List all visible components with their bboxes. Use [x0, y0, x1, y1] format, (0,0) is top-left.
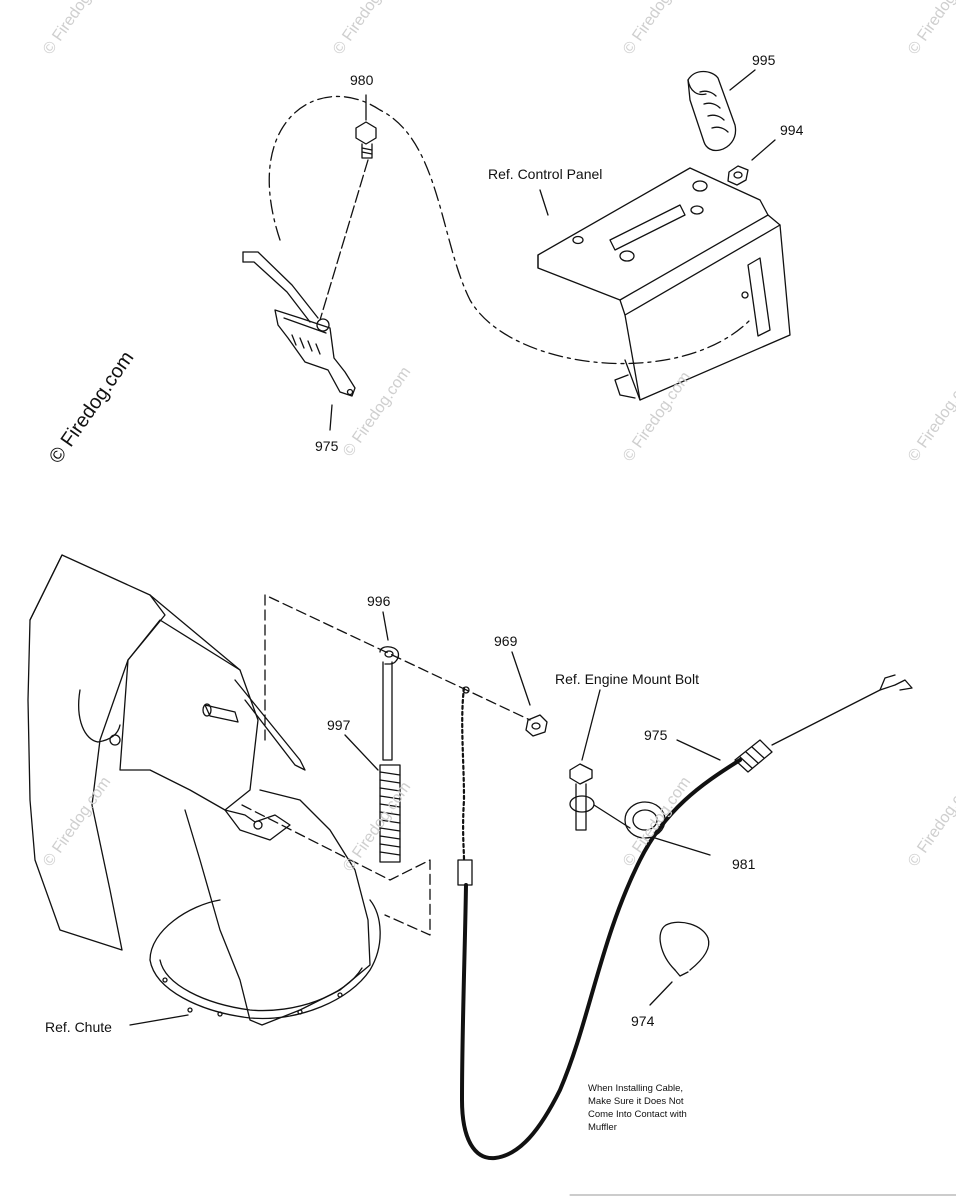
label-995: 995: [752, 52, 776, 68]
bolt-980: [355, 121, 377, 159]
label-control-panel: Ref. Control Panel: [488, 166, 603, 182]
spring-997: [379, 764, 401, 863]
engine-mount-bolt: [569, 763, 593, 831]
assembly-dashed-frame: [241, 594, 531, 936]
knob-995: [687, 70, 737, 152]
ring-974: [659, 921, 710, 977]
control-cable-975: [460, 758, 742, 1161]
shift-lever-975: [242, 251, 356, 397]
chute: [27, 554, 381, 1026]
label-994: 994: [780, 122, 804, 138]
label-975-bottom: 975: [644, 727, 668, 743]
installation-note: When Installing Cable, Make Sure it Does…: [588, 1082, 687, 1134]
nut-969: [525, 714, 548, 737]
note-line-4: Muffler: [588, 1122, 617, 1133]
nut-994: [727, 165, 749, 186]
clamp-981: [569, 795, 666, 839]
cable-route-dashed: [268, 95, 751, 365]
label-975-top: 975: [315, 438, 339, 454]
label-969: 969: [494, 633, 518, 649]
label-engine-mount-bolt: Ref. Engine Mount Bolt: [555, 671, 699, 687]
label-974: 974: [631, 1013, 655, 1029]
label-980: 980: [350, 72, 374, 88]
cable-fitting: [734, 739, 773, 773]
label-997: 997: [327, 717, 351, 733]
note-line-1: When Installing Cable,: [588, 1083, 684, 1094]
control-panel: [537, 167, 791, 401]
label-996: 996: [367, 593, 391, 609]
eye-bolt-996: [379, 646, 400, 761]
note-line-2: Make Sure it Does Not: [588, 1096, 684, 1107]
note-line-3: Come Into Contact with: [588, 1109, 687, 1120]
chain-link: [457, 686, 473, 886]
label-chute: Ref. Chute: [45, 1019, 112, 1035]
label-981: 981: [732, 856, 756, 872]
